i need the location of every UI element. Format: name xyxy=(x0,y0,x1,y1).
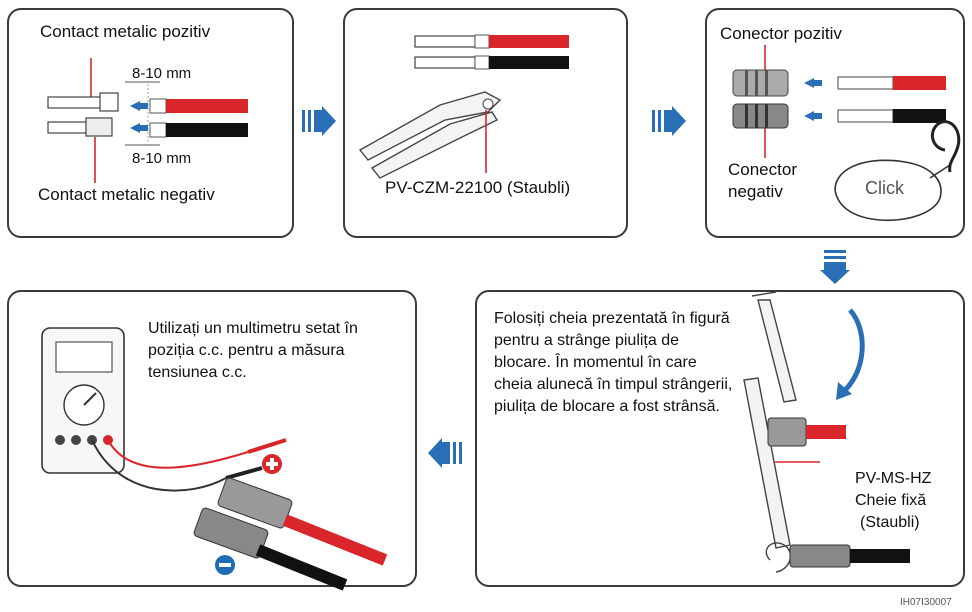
wrench-instruction: Folosiți cheia prezentată în figură pent… xyxy=(494,310,733,415)
positive-connector-label: Conector pozitiv xyxy=(720,24,842,43)
dimension-top: 8-10 mm xyxy=(132,65,192,82)
flow-arrow-icon xyxy=(428,438,462,468)
wrench-brand-label: (Staubli) xyxy=(860,514,920,531)
flow-arrow-icon xyxy=(652,106,686,136)
crimp-tool-illustration xyxy=(358,34,569,179)
dimension-bottom: 8-10 mm xyxy=(132,150,192,167)
negative-connector-label-2: negativ xyxy=(728,182,783,201)
negative-connector-label: Conector xyxy=(728,160,797,179)
multimeter-illustration xyxy=(41,327,388,591)
wrench-model-label: PV-MS-HZ xyxy=(855,470,932,487)
multimeter-instruction: Utilizați un multimetru setat în poziția… xyxy=(148,320,358,381)
step4-panel xyxy=(475,290,965,587)
ear-icon xyxy=(930,120,961,173)
connector-assembly-illustration xyxy=(732,45,961,222)
click-text: Click xyxy=(865,178,904,198)
wrench-name-label: Cheie fixă xyxy=(855,492,927,509)
flow-arrow-icon xyxy=(820,250,850,284)
crimp-tool-label: PV-CZM-22100 (Staubli) xyxy=(385,178,571,197)
figure-id: IH07I30007 xyxy=(900,597,952,608)
positive-contact-label: Contact metalic pozitiv xyxy=(40,22,211,41)
negative-contact-label: Contact metalic negativ xyxy=(38,185,215,204)
flow-arrow-icon xyxy=(302,106,336,136)
crimp-contacts-illustration xyxy=(47,58,248,183)
